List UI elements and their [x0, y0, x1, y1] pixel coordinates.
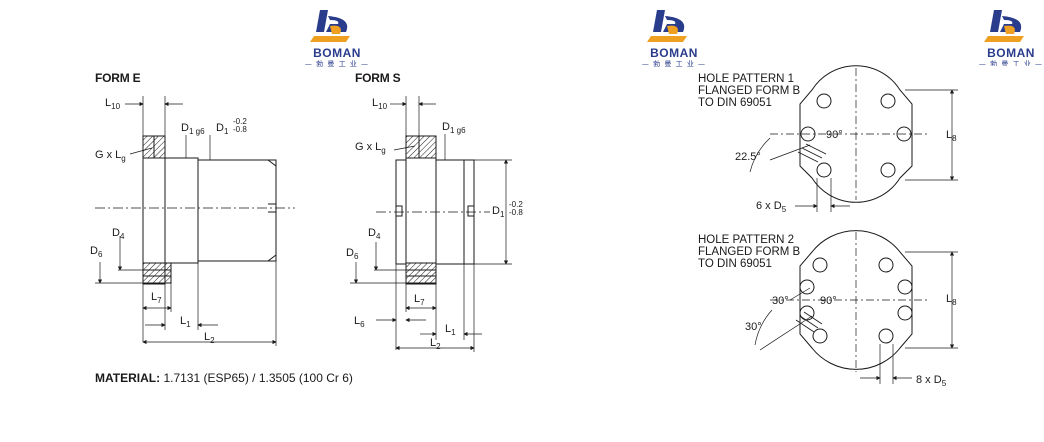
form-e-d1g6-label: D1 g6 [181, 122, 205, 136]
brand-logo-icon [310, 10, 350, 42]
hole-pattern-1-labels: 90° 22.5° 6 x D5 L8 [735, 129, 957, 214]
material-value: 1.7131 (ESP65) / 1.3505 (100 Cr 6) [163, 371, 353, 385]
form-e-d6-label: D6 [90, 245, 103, 259]
brand-subtitle: — 勃 曼 工 业 — [304, 60, 370, 68]
form-e-l1-label: L1 [180, 315, 191, 329]
hp2-angle-left: 30° [772, 295, 789, 307]
form-s-drawing [350, 96, 512, 352]
form-e-g-label: G x Lg [95, 149, 126, 163]
hp1-l8-label: L8 [946, 129, 957, 143]
brand-subtitle: — 勃 曼 工 业 — [978, 60, 1044, 66]
material-label: MATERIAL: [95, 371, 161, 385]
hp2-line2: FLANGED FORM B [698, 246, 801, 258]
hp1-holes-label: 6 x D5 [756, 200, 787, 214]
hp2-line3: TO DIN 69051 [698, 258, 772, 270]
form-s-d1-label: D1 [492, 205, 505, 219]
form-e-l2-label: L2 [204, 331, 215, 345]
brand-name: BOMAN [313, 46, 361, 60]
form-e-drawing [95, 96, 295, 346]
form-e-title: FORM E [95, 71, 141, 85]
brand-name: BOMAN [987, 46, 1035, 60]
hp1-line1: HOLE PATTERN 1 [698, 73, 795, 85]
form-e-l10-label: L10 [105, 97, 121, 111]
hole-pattern-2-drawing [754, 230, 958, 384]
hp1-angle-center: 90° [826, 129, 843, 141]
hp1-angle-side: 22.5° [735, 151, 761, 163]
brand-name: BOMAN [650, 46, 698, 60]
brand-logo: BOMAN — 勃 曼 工 业 — [974, 6, 1044, 66]
hp2-l8-label: L8 [946, 293, 957, 307]
hp2-line1: HOLE PATTERN 2 [698, 234, 795, 246]
hole-pattern-2-caption: HOLE PATTERN 2 FLANGED FORM B TO DIN 690… [698, 234, 800, 270]
form-s-d6-label: D6 [346, 247, 359, 261]
hp1-line2: FLANGED FORM B [698, 85, 801, 97]
form-s-l6-label: L6 [354, 315, 365, 329]
hp2-angle-center: 90° [820, 295, 837, 307]
form-s-g-label: G x Lg [355, 141, 386, 155]
form-e-d1-tol-dn: -0.8 [233, 125, 247, 134]
form-s-d1-tol-up: -0.2 [509, 200, 523, 209]
brand-logo-icon [647, 10, 687, 42]
form-e-d1-label: D1 [216, 122, 229, 136]
form-s-title: FORM S [355, 71, 401, 85]
hole-pattern-1-caption: HOLE PATTERN 1 FLANGED FORM B TO DIN 690… [698, 73, 800, 109]
form-s-d1-tol-dn: -0.8 [509, 208, 523, 217]
form-e-labels: L10 G x Lg D1 g6 D1 -0.2 -0.8 D4 D6 L7 L… [90, 97, 247, 345]
form-s-l2-label: L2 [430, 337, 441, 351]
hp1-line3: TO DIN 69051 [698, 97, 772, 109]
form-s-labels: L10 G x Lg D1 g6 D1 -0.2 -0.8 D4 D6 L7 L… [346, 97, 523, 351]
form-s-d1g6-label: D1 g6 [442, 121, 466, 135]
form-e-d4-label: D4 [112, 227, 125, 241]
brand-logo-icon [984, 10, 1024, 42]
hole-pattern-1-drawing [749, 65, 958, 212]
hole-pattern-2-labels: 90° 30° 30° 8 x D5 L8 [745, 293, 957, 388]
form-e-d1-tol-up: -0.2 [233, 117, 247, 126]
brand-subtitle: — 勃 曼 工 业 — [641, 60, 707, 68]
form-e-l7-label: L7 [151, 291, 162, 305]
form-s-l10-label: L10 [372, 97, 388, 111]
hp2-holes-label: 8 x D5 [916, 374, 947, 388]
form-s-l1-label: L1 [445, 323, 456, 337]
material-line: MATERIAL: 1.7131 (ESP65) / 1.3505 (100 C… [95, 371, 353, 385]
form-s-l7-label: L7 [414, 293, 425, 307]
brand-logo: BOMAN — 勃 曼 工 业 — [300, 6, 374, 68]
form-s-d4-label: D4 [368, 227, 381, 241]
brand-logo: BOMAN — 勃 曼 工 业 — [637, 6, 711, 68]
hp2-angle-side: 30° [745, 321, 762, 333]
